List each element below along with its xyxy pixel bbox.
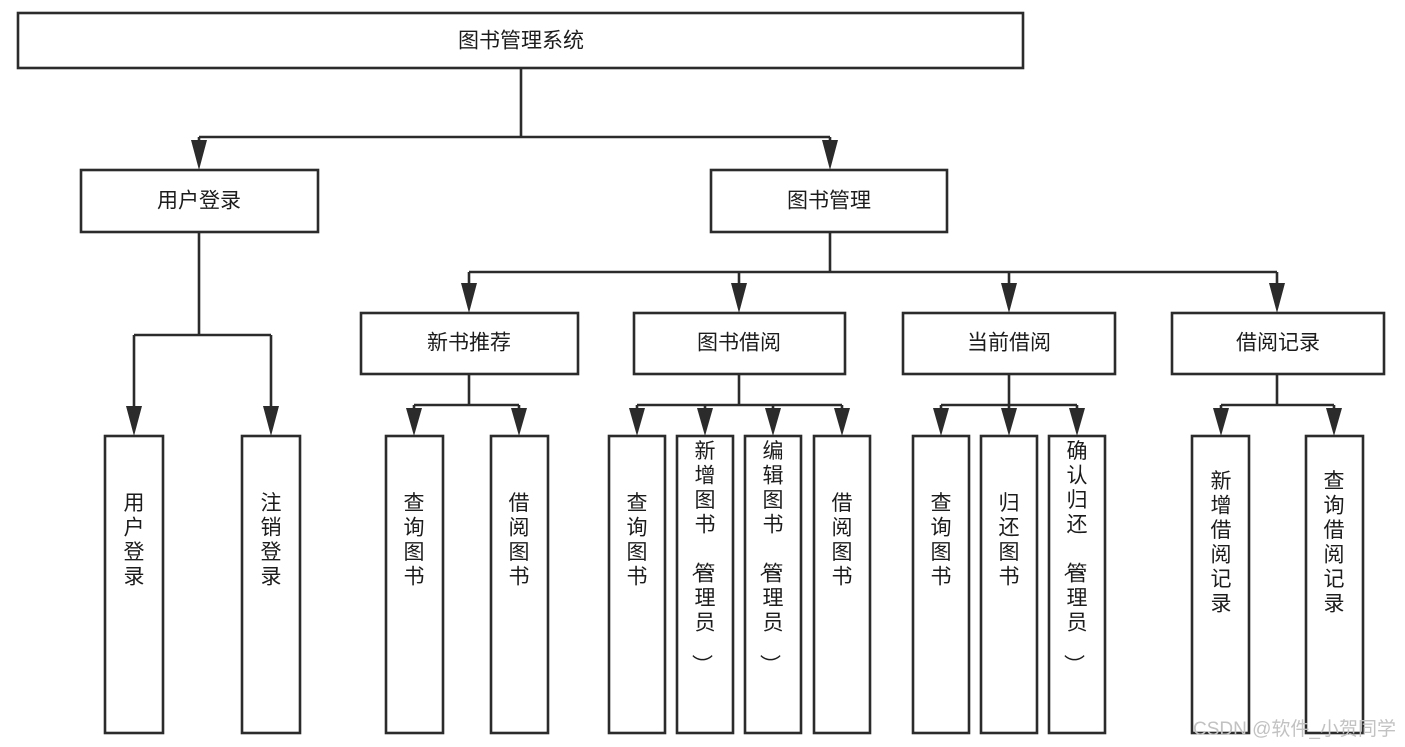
arrow-head-current-borrow [1001, 283, 1017, 313]
arrow-head-leaf-query-record [1326, 408, 1342, 436]
node-leaf-query-book-b-label: 查询图书 [627, 492, 648, 589]
node-leaf-query-book-b[interactable]: 查询图书 [607, 434, 667, 735]
node-leaf-confirm-return-box[interactable] [1047, 434, 1107, 735]
node-borrow-record-label: 借阅记录 [1236, 332, 1320, 355]
arrow-head-leaf-edit-book [765, 408, 781, 436]
node-user-login-box[interactable] [79, 168, 320, 234]
node-leaf-user-login-label: 用户登录 [124, 492, 145, 589]
node-leaf-confirm-return-label: 确认归还（管理员） [1062, 440, 1088, 675]
arrow-head-leaf-borrow-book-b [834, 408, 850, 436]
connector-group-book-borrow [629, 374, 850, 436]
node-leaf-add-book[interactable]: 新增图书（管理员） [675, 434, 735, 735]
node-leaf-user-login[interactable]: 用户登录 [103, 434, 165, 735]
node-leaf-logout[interactable]: 注销登录 [240, 434, 302, 735]
arrow-head-leaf-logout [263, 406, 279, 436]
node-borrow-record-box[interactable] [1170, 311, 1386, 376]
node-leaf-borrow-book-a-label: 借阅图书 [509, 492, 530, 589]
node-leaf-query-book-a-label: 查询图书 [404, 492, 425, 589]
arrow-head-userlogin [191, 140, 207, 170]
arrow-head-leaf-query-book-a [406, 408, 422, 436]
arrow-head-leaf-query-book-c [933, 408, 949, 436]
node-leaf-add-book-box[interactable] [675, 434, 735, 735]
node-book-borrow-label: 图书借阅 [697, 332, 781, 355]
node-leaf-query-record[interactable]: 查询借阅记录 [1304, 434, 1365, 735]
node-leaf-borrow-book-b-label: 借阅图书 [832, 492, 853, 589]
node-current-borrow-box[interactable] [901, 311, 1117, 376]
node-leaf-edit-book-label: 编辑图书（管理员） [758, 440, 784, 675]
node-leaf-query-record-box[interactable] [1304, 434, 1365, 735]
connector-group-book-manage [461, 232, 1285, 313]
node-leaf-add-record-label: 新增借阅记录 [1211, 470, 1232, 616]
arrow-head-leaf-add-book [697, 408, 713, 436]
node-leaf-borrow-book-b-box[interactable] [812, 434, 872, 735]
node-leaf-user-login-box[interactable] [103, 434, 165, 735]
node-leaf-confirm-return[interactable]: 确认归还（管理员） [1047, 434, 1107, 735]
node-user-login[interactable]: 用户登录 [79, 168, 320, 234]
connector-group-user-login [126, 232, 279, 436]
arrow-head-leaf-confirm-return [1069, 408, 1085, 436]
node-leaf-borrow-book-a[interactable]: 借阅图书 [489, 434, 550, 735]
arrow-head-new-book-rec [461, 283, 477, 313]
csdn-watermark: CSDN @软件_小贺同学 [1193, 718, 1396, 740]
arrow-head-leaf-return-book [1001, 408, 1017, 436]
node-leaf-logout-box[interactable] [240, 434, 302, 735]
node-leaf-query-book-a[interactable]: 查询图书 [384, 434, 445, 735]
node-current-borrow-label: 当前借阅 [967, 332, 1051, 355]
node-root[interactable]: 图书管理系统 [16, 11, 1025, 70]
node-book-manage[interactable]: 图书管理 [709, 168, 949, 234]
node-leaf-query-book-c-box[interactable] [911, 434, 971, 735]
arrow-head-borrow-record [1269, 283, 1285, 313]
node-leaf-query-record-label: 查询借阅记录 [1324, 470, 1345, 616]
node-leaf-borrow-book-b[interactable]: 借阅图书 [812, 434, 872, 735]
node-book-manage-box[interactable] [709, 168, 949, 234]
node-leaf-add-record-box[interactable] [1190, 434, 1251, 735]
node-leaf-add-book-label: 新增图书（管理员） [690, 440, 716, 675]
node-borrow-record[interactable]: 借阅记录 [1170, 311, 1386, 376]
connector-group-root [191, 68, 838, 170]
node-leaf-add-record[interactable]: 新增借阅记录 [1190, 434, 1251, 735]
node-root-label: 图书管理系统 [458, 30, 584, 53]
node-leaf-edit-book-box[interactable] [743, 434, 803, 735]
node-new-book-rec-label: 新书推荐 [427, 332, 511, 355]
node-leaf-logout-label: 注销登录 [261, 492, 282, 589]
node-new-book-rec-box[interactable] [359, 311, 580, 376]
node-leaf-return-book-label: 归还图书 [999, 492, 1020, 589]
arrow-head-leaf-user-login [126, 406, 142, 436]
node-leaf-query-book-b-box[interactable] [607, 434, 667, 735]
node-book-manage-label: 图书管理 [787, 190, 871, 213]
node-book-borrow[interactable]: 图书借阅 [632, 311, 847, 376]
arrow-head-book-borrow [731, 283, 747, 313]
connector-group-current-borrow [933, 374, 1085, 436]
node-user-login-label: 用户登录 [157, 190, 241, 213]
node-leaf-borrow-book-a-box[interactable] [489, 434, 550, 735]
node-root-box[interactable] [16, 11, 1025, 70]
connector-group-borrow-record [1213, 374, 1342, 436]
node-current-borrow[interactable]: 当前借阅 [901, 311, 1117, 376]
node-leaf-edit-book[interactable]: 编辑图书（管理员） [743, 434, 803, 735]
node-leaf-query-book-c[interactable]: 查询图书 [911, 434, 971, 735]
node-leaf-query-book-c-label: 查询图书 [931, 492, 952, 589]
node-new-book-rec[interactable]: 新书推荐 [359, 311, 580, 376]
node-leaf-return-book-box[interactable] [979, 434, 1039, 735]
arrow-head-leaf-add-record [1213, 408, 1229, 436]
arrow-head-leaf-borrow-book-a [511, 408, 527, 436]
connector-group-new-book-rec [406, 374, 527, 436]
arrow-head-bookmanage [822, 140, 838, 170]
arrow-head-leaf-query-book-b [629, 408, 645, 436]
node-leaf-query-book-a-box[interactable] [384, 434, 445, 735]
node-leaf-return-book[interactable]: 归还图书 [979, 434, 1039, 735]
node-book-borrow-box[interactable] [632, 311, 847, 376]
